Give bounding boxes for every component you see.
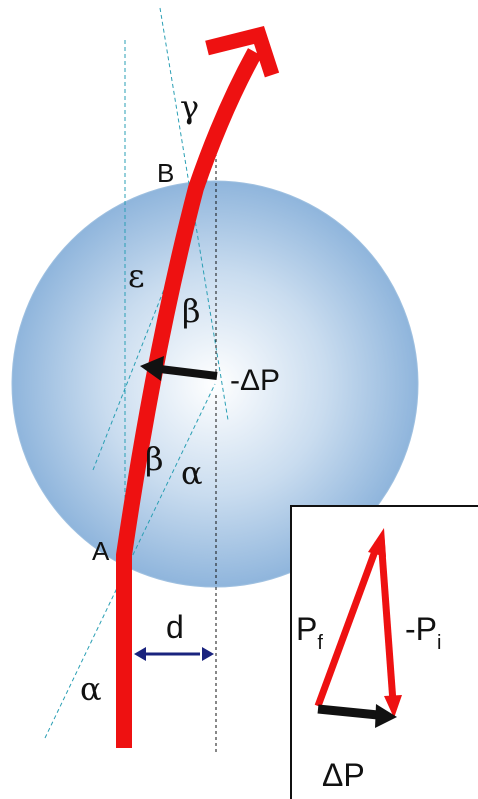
light-beam [116, 26, 280, 748]
label-p-final: Pf [296, 611, 323, 654]
neg-p-initial-arrowhead [384, 695, 402, 718]
label-point-b: B [157, 158, 174, 188]
label-distance: d [166, 609, 184, 645]
label-beta-lower: β [145, 440, 164, 478]
delta-p-vector [317, 704, 379, 720]
delta-p-arrowhead [375, 704, 397, 728]
distance-arrow [134, 647, 214, 661]
label-alpha-outer: α [80, 670, 102, 708]
beam-arrowhead [205, 26, 280, 78]
label-neg-delta-p: -ΔP [230, 364, 280, 397]
p-final-vector [314, 541, 382, 708]
momentum-inset: Pf -Pi ΔP [290, 505, 478, 799]
neg-p-initial-vector [377, 537, 397, 703]
label-epsilon: ε [128, 257, 145, 295]
sphere [11, 180, 419, 588]
beam-ray [116, 48, 263, 748]
label-neg-p-initial: -Pi [405, 611, 441, 654]
label-delta-p: ΔP [322, 757, 365, 793]
label-alpha-inner: α [181, 454, 203, 492]
label-gamma: γ [180, 88, 199, 126]
label-beta-upper: β [182, 292, 201, 330]
label-point-a: A [92, 536, 110, 566]
neg-delta-p-arrow [140, 356, 218, 381]
